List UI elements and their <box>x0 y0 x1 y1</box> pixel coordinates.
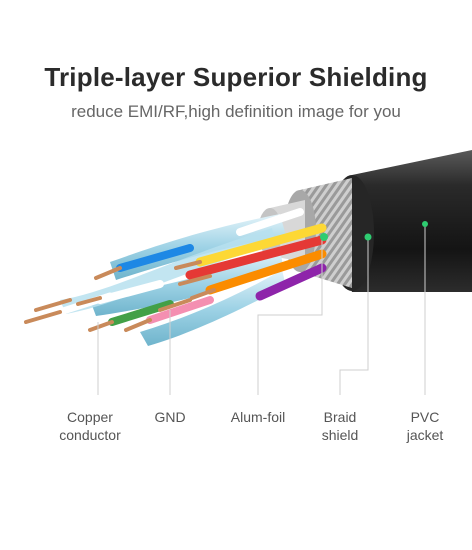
insulated-wires <box>56 208 327 326</box>
label-gnd: GND <box>135 408 205 426</box>
leader-dot-pvc <box>422 221 428 227</box>
label-pvc-jacket: PVC jacket <box>390 408 460 444</box>
label-foil-line1: Alum-foil <box>230 409 286 425</box>
label-braid-line2: shield <box>321 427 359 443</box>
page-subtitle: reduce EMI/RF,high definition image for … <box>71 102 401 121</box>
leader-dots <box>320 221 428 241</box>
leader-braid <box>339 237 369 395</box>
label-gnd-line1: GND <box>154 409 186 425</box>
label-alum-foil: Alum-foil <box>218 408 298 426</box>
label-braid-shield: Braid shield <box>305 408 375 444</box>
label-copper-line2: conductor <box>59 427 121 443</box>
leader-lines <box>97 224 426 395</box>
label-copper-line1: Copper <box>67 409 113 425</box>
leader-dot-foil <box>320 233 328 241</box>
leader-dot-braid <box>364 233 372 241</box>
label-copper-conductor: Copper conductor <box>40 408 140 444</box>
label-pvc-line1: PVC <box>410 409 440 425</box>
leader-foil <box>257 238 323 395</box>
label-pvc-line2: jacket <box>406 427 444 443</box>
page-title: Triple-layer Superior Shielding <box>44 62 428 92</box>
copper-conductors <box>24 260 216 332</box>
label-braid-line1: Braid <box>323 409 357 425</box>
